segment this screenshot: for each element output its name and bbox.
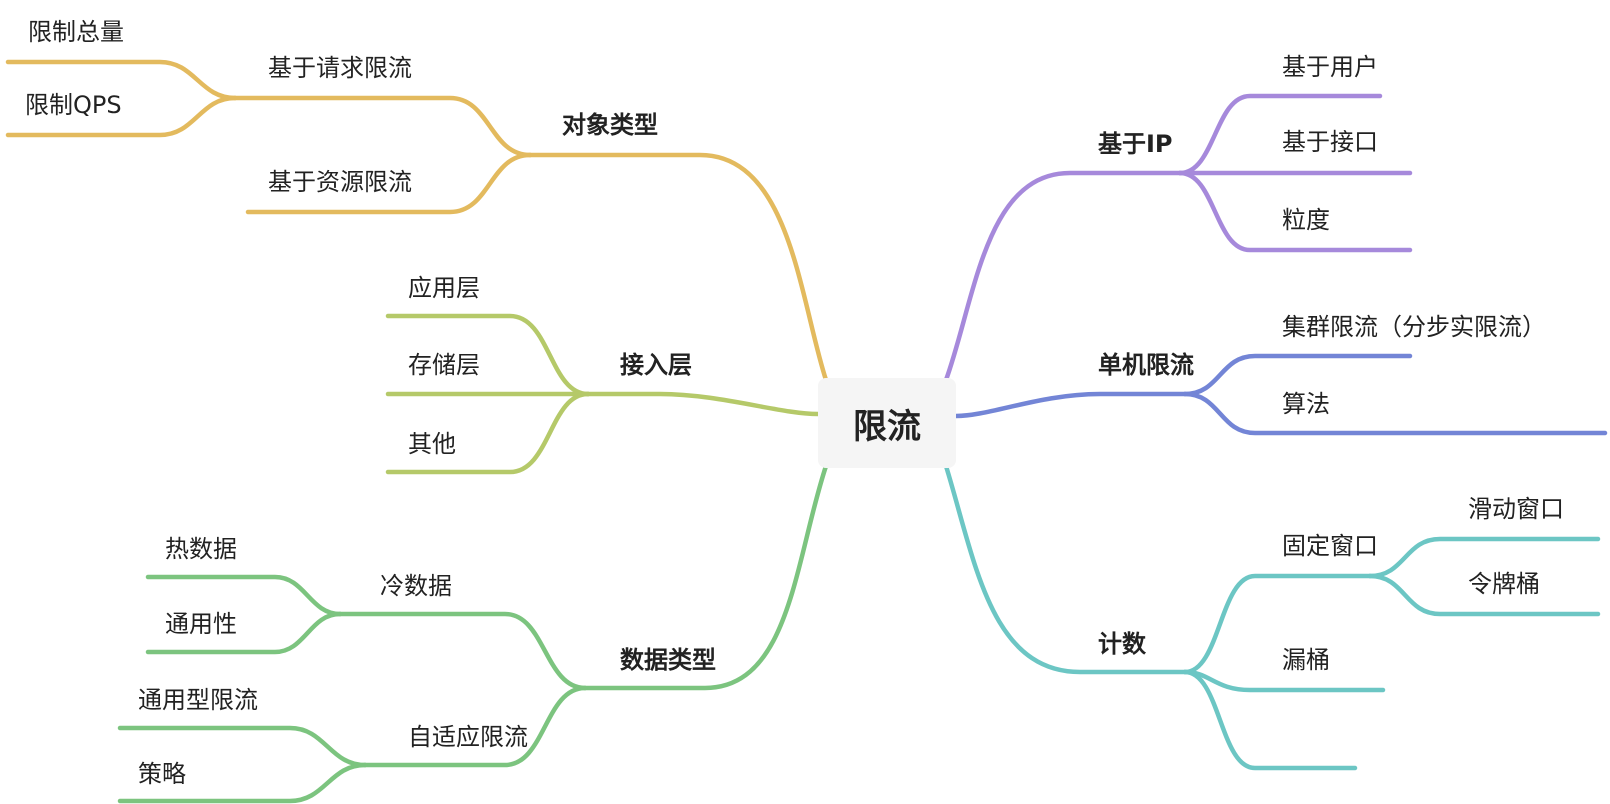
edge-滑动窗口 [1367,573,1601,617]
root-node[interactable]: 限流 [818,378,956,468]
root-node-label: 限流 [853,406,921,447]
edge-接入层 [385,313,591,397]
node-位置[interactable]: 接入层 [620,351,692,379]
edge-粒度 [953,391,1188,419]
node-冷数据[interactable]: 热数据 [165,535,237,563]
edge-基于资源限流 [245,152,533,215]
node-限制QPS[interactable]: 限制QPS [25,91,122,119]
node-算法[interactable]: 计数 [1098,630,1146,658]
node-其他[interactable]: 数据类型 [620,646,716,674]
node-基于请求限流[interactable]: 基于请求限流 [268,54,412,82]
edge-基于接口 [1177,170,1413,253]
node-对象类型[interactable]: 对象类型 [562,111,658,139]
node-滑动窗口[interactable]: 令牌桶 [1468,570,1540,598]
node-限制总量[interactable]: 限制总量 [28,18,124,46]
edge-通用性 [362,685,588,768]
node-令牌桶[interactable]: 漏桶 [1282,646,1330,674]
node-通用型限流[interactable]: 策略 [138,760,186,788]
edge-令牌桶 [1182,669,1386,693]
edge-冷数据 [145,574,343,617]
node-数据类型[interactable]: 冷数据 [380,572,452,600]
edge-基于IP [1177,93,1383,176]
edge-数据类型 [337,611,588,691]
edge-对象类型 [527,152,829,383]
node-集群限流[interactable]: 算法 [1282,390,1330,418]
edge-策略 [943,170,1183,383]
node-粒度[interactable]: 单机限流 [1098,351,1194,379]
node-基于IP[interactable]: 基于用户 [1282,53,1378,81]
edge-热数据 [145,611,343,655]
edge-其他 [582,463,829,691]
node-基于资源限流[interactable]: 基于资源限流 [268,168,412,196]
edge-基于请求限流 [232,95,533,158]
edge-算法 [943,463,1188,675]
node-计数[interactable]: 固定窗口 [1282,532,1378,560]
edge-集群限流 [1182,391,1608,436]
node-应用层[interactable]: 存储层 [408,351,480,379]
node-通用性[interactable]: 自适应限流 [408,723,528,751]
node-自适应限流[interactable]: 通用型限流 [138,686,258,714]
node-接入层[interactable]: 应用层 [408,274,480,302]
node-基于用户[interactable]: 基于接口 [1282,128,1378,156]
edge-自适应限流 [117,725,368,768]
edge-限制总量 [5,59,238,101]
edge-位置 [585,391,821,417]
edge-通用型限流 [117,762,368,804]
node-存储层[interactable]: 其他 [408,430,456,458]
node-基于接口[interactable]: 粒度 [1282,206,1330,234]
node-热数据[interactable]: 通用性 [165,610,237,638]
edge-限制QPS [5,95,238,138]
edge-存储层 [385,391,591,475]
node-策略[interactable]: 基于IP [1098,130,1173,158]
edge-计数 [1182,573,1373,675]
edge-固定窗口 [1367,536,1601,579]
edge-漏桶 [1182,669,1358,771]
node-固定窗口[interactable]: 滑动窗口 [1468,495,1564,523]
edge-单机限流 [1182,353,1413,397]
node-单机限流[interactable]: 集群限流（分步实限流） [1282,313,1546,341]
